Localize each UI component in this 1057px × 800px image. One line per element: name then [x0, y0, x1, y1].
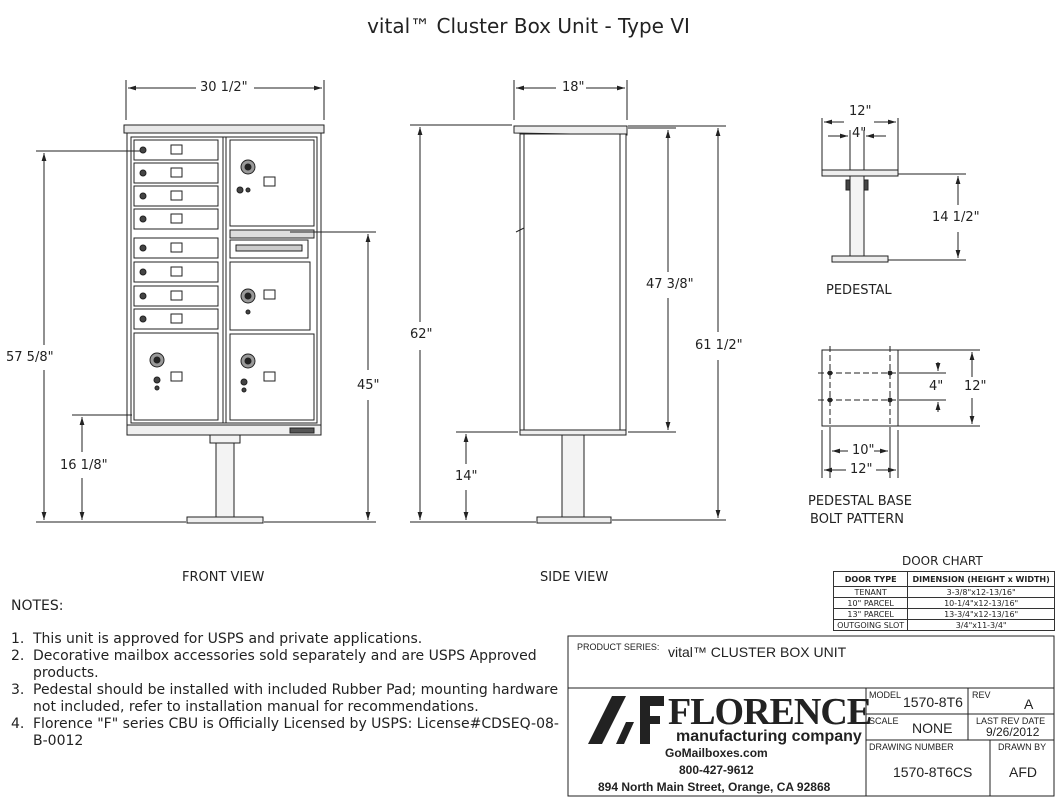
website-text: GoMailboxes.com	[665, 746, 768, 760]
drawn-by-value: AFD	[1009, 764, 1037, 780]
door-chart-table: DOOR TYPE DIMENSION (HEIGHT x WIDTH) TEN…	[832, 571, 1055, 631]
front-view-label: FRONT VIEW	[182, 570, 265, 585]
parcel-door-right-mid	[229, 261, 311, 331]
parcel-door-left	[133, 332, 219, 421]
column-header: DIMENSION (HEIGHT x WIDTH)	[907, 571, 1055, 587]
note-item: 1.This unit is approved for USPS and pri…	[11, 631, 423, 647]
dimension-cell: 3/4"x11-3/4"	[907, 619, 1055, 631]
side-view-label: SIDE VIEW	[540, 570, 609, 585]
logo-name: FLORENCE	[668, 691, 872, 733]
rev-value: A	[1024, 696, 1034, 712]
scale-label: SCALE	[869, 716, 899, 726]
notes-heading: NOTES:	[11, 598, 64, 614]
side-pedestal-post	[561, 434, 585, 518]
table-row: 10" PARCEL 10-1/4"x12-13/16"	[832, 597, 1055, 609]
door-chart-title: DOOR CHART	[902, 554, 983, 568]
parcel-door-right-top	[229, 139, 315, 227]
drawing-number-value: 1570-8T6CS	[893, 764, 973, 780]
table-row: TENANT 3-3/8"x12-13/16"	[832, 586, 1055, 598]
note-item: 3.Pedestal should be installed with incl…	[11, 682, 559, 715]
dimension-cell: 3-3/8"x12-13/16"	[907, 586, 1055, 598]
dimension-cell: 13-3/4"x12-13/16"	[907, 608, 1055, 620]
table-row: OUTGOING SLOT 3/4"x11-3/4"	[832, 619, 1055, 631]
door-type-cell: OUTGOING SLOT	[832, 619, 909, 631]
pedestal-label: PEDESTAL	[826, 283, 892, 298]
dim-side-depth: 18"	[562, 80, 585, 95]
dim-front-45: 45"	[357, 378, 380, 393]
title-block-frame	[567, 635, 1055, 797]
outgoing-slot	[229, 229, 315, 239]
product-series-value: vital™ CLUSTER BOX UNIT	[668, 644, 847, 660]
parcel-door-right-bottom	[229, 333, 315, 421]
dim-front-width: 30 1/2"	[200, 80, 248, 95]
dim-side-61: 61 1/2"	[695, 338, 743, 353]
dim-front-total-height: 57 5/8"	[6, 350, 54, 365]
phone-text: 800-427-9612	[679, 763, 754, 777]
front-view-drawing	[123, 124, 325, 524]
notes-list: 1.This unit is approved for USPS and pri…	[11, 631, 571, 750]
side-view-drawing	[513, 125, 628, 524]
last-rev-label: LAST REV DATE	[976, 716, 1046, 726]
bolt-pattern-label: BOLT PATTERN	[810, 512, 904, 527]
drawn-by-label: DRAWN BY	[998, 742, 1047, 752]
note-item: 4.Florence "F" series CBU is Officially …	[11, 716, 559, 749]
model-value: 1570-8T6	[903, 694, 963, 710]
dim-base-12-v: 12"	[964, 379, 987, 394]
product-series-label: PRODUCT SERIES:	[577, 642, 660, 652]
dim-ped-14: 14 1/2"	[932, 210, 980, 225]
tenant-doors-left	[133, 139, 219, 330]
dimension-cell: 10-1/4"x12-13/16"	[907, 597, 1055, 609]
drawing-title: vital™ Cluster Box Unit - Type VI	[367, 14, 690, 38]
dim-base-4: 4"	[929, 379, 944, 394]
dim-front-16: 16 1/8"	[60, 458, 108, 473]
rev-label: REV	[972, 690, 991, 700]
door-type-cell: TENANT	[832, 586, 909, 598]
dim-base-10: 10"	[852, 443, 875, 458]
address-text: 894 North Main Street, Orange, CA 92868	[598, 780, 831, 794]
dim-ped-4: 4"	[852, 126, 867, 141]
table-header-row: DOOR TYPE DIMENSION (HEIGHT x WIDTH)	[832, 571, 1055, 587]
table-row: 13" PARCEL 13-3/4"x12-13/16"	[832, 608, 1055, 620]
column-header: DOOR TYPE	[832, 571, 909, 587]
pedestal-drawing	[821, 169, 899, 263]
dim-side-14: 14"	[455, 469, 478, 484]
note-item: 2.Decorative mailbox accessories sold se…	[11, 648, 537, 681]
door-type-cell: 13" PARCEL	[832, 608, 909, 620]
model-label: MODEL	[869, 690, 902, 700]
bolt-pattern-drawing	[818, 346, 902, 430]
door-type-cell: 10" PARCEL	[832, 597, 909, 609]
drawing-number-label: DRAWING NUMBER	[869, 742, 954, 752]
pedestal-base-label: PEDESTAL BASE	[808, 494, 913, 509]
dim-side-47: 47 3/8"	[646, 277, 694, 292]
dim-ped-12: 12"	[849, 104, 872, 119]
dim-side-62: 62"	[410, 327, 433, 342]
florence-logo-mark	[588, 696, 664, 744]
front-pedestal-post	[215, 442, 235, 518]
logo-subtitle: manufacturing company	[676, 728, 862, 745]
scale-value: NONE	[912, 720, 953, 736]
dim-base-12-h: 12"	[850, 462, 873, 477]
last-rev-value: 9/26/2012	[986, 725, 1040, 739]
